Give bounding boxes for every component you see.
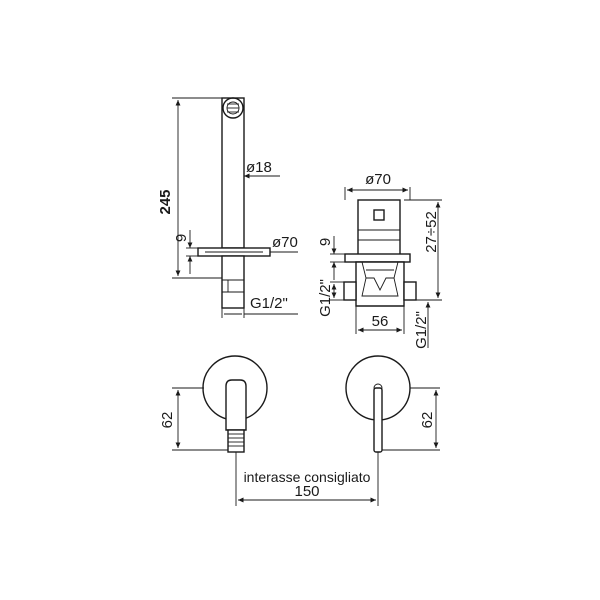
mixer-wall-plate [344,253,411,263]
mixer-right-connection [403,281,417,301]
spout-height-label: 245 [157,189,174,214]
mixer-width-label: 56 [372,313,389,330]
spout-tube [221,97,245,249]
center-distance: interasse consigliato 150 [235,452,379,506]
center-distance-label: interasse consigliato [244,469,371,485]
mixer-left-connection [343,281,357,301]
spout-side-view: 245 ø18 ø70 9 G1/2" [157,97,298,318]
mixer-left-connection-label: G1/2" [317,279,334,317]
spout-front-tube [225,379,247,431]
mixer-plate-thickness-label: 9 [317,238,334,246]
mixer-lever-hole [373,209,385,221]
front-spout-height-label: 62 [159,412,176,429]
front-lever-height-label: 62 [419,412,436,429]
spout-front-view: 62 [159,355,268,453]
spout-plate-diameter-label: ø70 [272,234,298,251]
spout-outlet [222,97,244,119]
spout-plate-thickness-label: 9 [173,234,190,242]
mixer-right-connection-label: G1/2" [413,311,430,349]
mixer-lever [373,387,383,453]
spout-diameter-label: ø18 [246,159,272,176]
spout-front-aerator [227,429,245,453]
spout-connection-label: G1/2" [250,295,288,312]
spout-connection-body [221,255,245,309]
center-distance-value: 150 [294,483,319,500]
mixer-plate-diameter-label: ø70 [365,171,391,188]
mixer-side-view: ø70 9 27÷52 G1/2" [317,171,442,349]
mixer-front-view: 62 [345,355,440,453]
mixer-depth-label: 27÷52 [423,211,440,253]
